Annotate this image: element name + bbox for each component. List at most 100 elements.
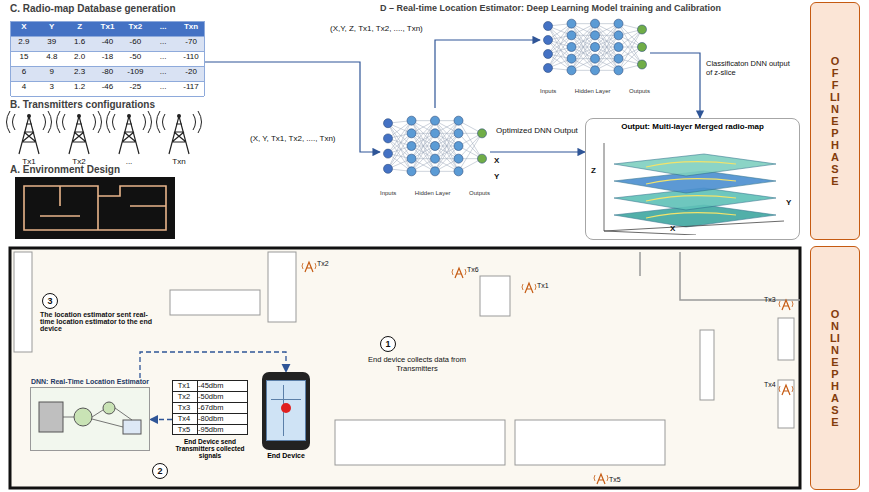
label-text: 3 [38, 82, 66, 91]
location-dot [281, 403, 291, 413]
label-text: Tx6 [467, 266, 489, 274]
drawing-part [638, 60, 647, 69]
edge-label: Classificaton DNN output of z-slice [706, 60, 798, 77]
end-device: End Device [262, 372, 310, 459]
layer-caption: Inputs [380, 190, 396, 196]
dnn-box: InputsHidden LayerOutputs [380, 108, 490, 196]
layer-captions: InputsHidden LayerOutputs [380, 190, 490, 196]
label-text: Txn [164, 157, 194, 166]
drawing-part [638, 43, 647, 52]
label-text: Tx5 [173, 426, 195, 435]
drawing-part [39, 402, 63, 432]
drawing-part [63, 408, 132, 427]
drawing-part [567, 31, 576, 40]
label-text: 3 [42, 293, 58, 309]
connector [490, 151, 585, 152]
drawing-part [591, 31, 600, 40]
box-heading: DNN: Real-Time Location Estimator [30, 378, 150, 385]
estimator-box: DNN: Real-Time Location Estimator [30, 378, 150, 460]
label-text: Tx2 [317, 260, 339, 268]
drawing-part [412, 121, 436, 159]
label-text: Tx5 [609, 476, 631, 484]
label-text: -80dbm [198, 415, 247, 424]
drawing-part [384, 149, 393, 158]
drawing-part [384, 164, 393, 173]
label-text: Tx4 [173, 415, 195, 424]
drawing-part [638, 25, 647, 34]
radio-map-chart [586, 135, 799, 235]
drawing-part [431, 116, 440, 125]
label-text: -109 [121, 67, 149, 76]
estimator-schematic [31, 388, 149, 448]
drawing-part [595, 35, 619, 70]
drawing-part [544, 50, 553, 59]
label-text: Tx3 [173, 404, 195, 413]
drawing-part [407, 142, 416, 151]
phone-screen [266, 380, 306, 441]
drawing-part [572, 35, 596, 70]
drawing-part [435, 133, 459, 171]
drawing-part [646, 196, 736, 201]
drawing-part [435, 133, 459, 171]
drawing-part [407, 167, 416, 176]
drawing-part [614, 19, 623, 28]
label-text: 39 [38, 37, 66, 46]
label-text: -40 [94, 37, 122, 46]
label-text: 2.3 [66, 67, 94, 76]
label-text: Tx1 [94, 22, 122, 31]
label-text: -80 [94, 67, 122, 76]
label-text: End device collects data from Transmitte… [352, 356, 482, 373]
section-heading: C. Radio-map Database generation [10, 3, 205, 14]
label-text: X [494, 156, 506, 165]
label-text: -95dbm [198, 426, 247, 435]
label-text: Txn [177, 22, 205, 31]
label-text: ... [149, 67, 177, 76]
edge-label: (X, Y, Tx1, Tx2, ...., Txn) [250, 134, 355, 143]
label-text: Y [494, 172, 506, 181]
label-text: -50 [121, 52, 149, 61]
environment-plan [15, 177, 175, 239]
drawing-part [407, 116, 416, 125]
drawing-part [567, 54, 576, 63]
label-text: Z [591, 166, 603, 175]
drawing-part [454, 129, 463, 138]
label-text: -60 [121, 37, 149, 46]
layer-caption: Outputs [629, 88, 650, 94]
drawing-part [591, 43, 600, 52]
map-line [271, 399, 301, 400]
phase-band: OFFLINE PHASE [810, 2, 860, 240]
connector [150, 419, 172, 420]
drawing-part [454, 154, 463, 163]
label-text: -46 [94, 82, 122, 91]
phase-label: OFFLINE PHASE [830, 55, 841, 187]
drawing-part [435, 121, 459, 159]
drawing-part [567, 43, 576, 52]
label-text: ... [149, 37, 177, 46]
label-text: 6 [10, 67, 38, 76]
drawing-part [435, 121, 459, 159]
label-text: 2 [152, 463, 168, 479]
label-text: Y [38, 22, 66, 31]
drawing-part [614, 43, 623, 52]
label-text: -25 [121, 82, 149, 91]
drawing-part [407, 154, 416, 163]
label-text: A. Environment Design [10, 164, 180, 175]
estimator-figure [30, 387, 150, 451]
drawing-part [646, 179, 736, 184]
layer-caption: Inputs [540, 88, 556, 94]
connector [205, 62, 380, 152]
drawing-part [454, 142, 463, 151]
drawing-part [74, 408, 92, 426]
drawing-part [646, 162, 736, 167]
drawing-part [567, 66, 576, 75]
drawing-part [595, 24, 619, 59]
drawing-part [544, 36, 553, 45]
label-text: 2.9 [10, 37, 38, 46]
label-text: Tx1 [173, 382, 195, 391]
label-text: -70 [177, 37, 205, 46]
drawing-part [431, 129, 440, 138]
label-text: Tx2 [173, 393, 195, 402]
drawing-part [412, 133, 436, 171]
label-text: X [670, 224, 682, 233]
drawing-part [544, 22, 553, 31]
